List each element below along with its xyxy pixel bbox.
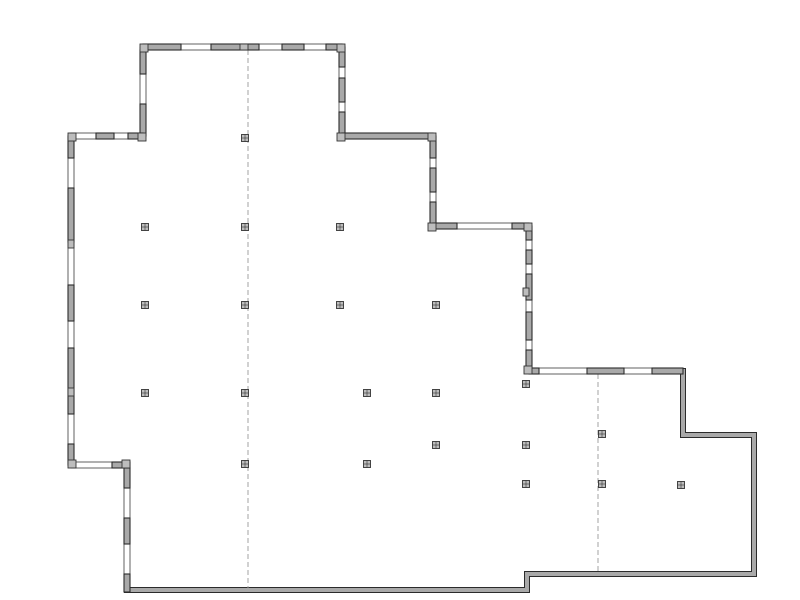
column xyxy=(522,480,530,488)
wall-right-vertical xyxy=(525,225,533,372)
building-outline-left xyxy=(70,46,598,592)
column xyxy=(141,389,149,397)
column xyxy=(432,389,440,397)
column xyxy=(522,380,530,388)
column xyxy=(241,134,249,142)
wall-left-upper-horizontal xyxy=(70,132,144,140)
column xyxy=(677,481,685,489)
structural-columns xyxy=(141,134,685,489)
wall-upper-left xyxy=(139,46,147,137)
wall-right-lower-horizontal xyxy=(528,367,684,375)
column xyxy=(432,301,440,309)
wall-middle-vertical xyxy=(429,135,437,227)
wall-lower-left-vertical xyxy=(123,464,131,593)
column xyxy=(141,223,149,231)
column xyxy=(241,460,249,468)
wall-lower-left-horizontal xyxy=(70,461,131,469)
column xyxy=(336,223,344,231)
wall-upper-middle-vertical xyxy=(338,46,346,137)
column xyxy=(241,301,249,309)
wall-left xyxy=(67,135,75,466)
column xyxy=(598,480,606,488)
column xyxy=(598,430,606,438)
solid-wall-right xyxy=(124,368,757,593)
column xyxy=(363,460,371,468)
column xyxy=(432,441,440,449)
column xyxy=(336,301,344,309)
wall-right-middle-horizontal xyxy=(432,222,530,230)
wall-middle-horizontal xyxy=(341,132,434,140)
column xyxy=(241,389,249,397)
column xyxy=(141,301,149,309)
column xyxy=(241,223,249,231)
column xyxy=(363,389,371,397)
column xyxy=(522,441,530,449)
corner-piers xyxy=(67,43,533,469)
